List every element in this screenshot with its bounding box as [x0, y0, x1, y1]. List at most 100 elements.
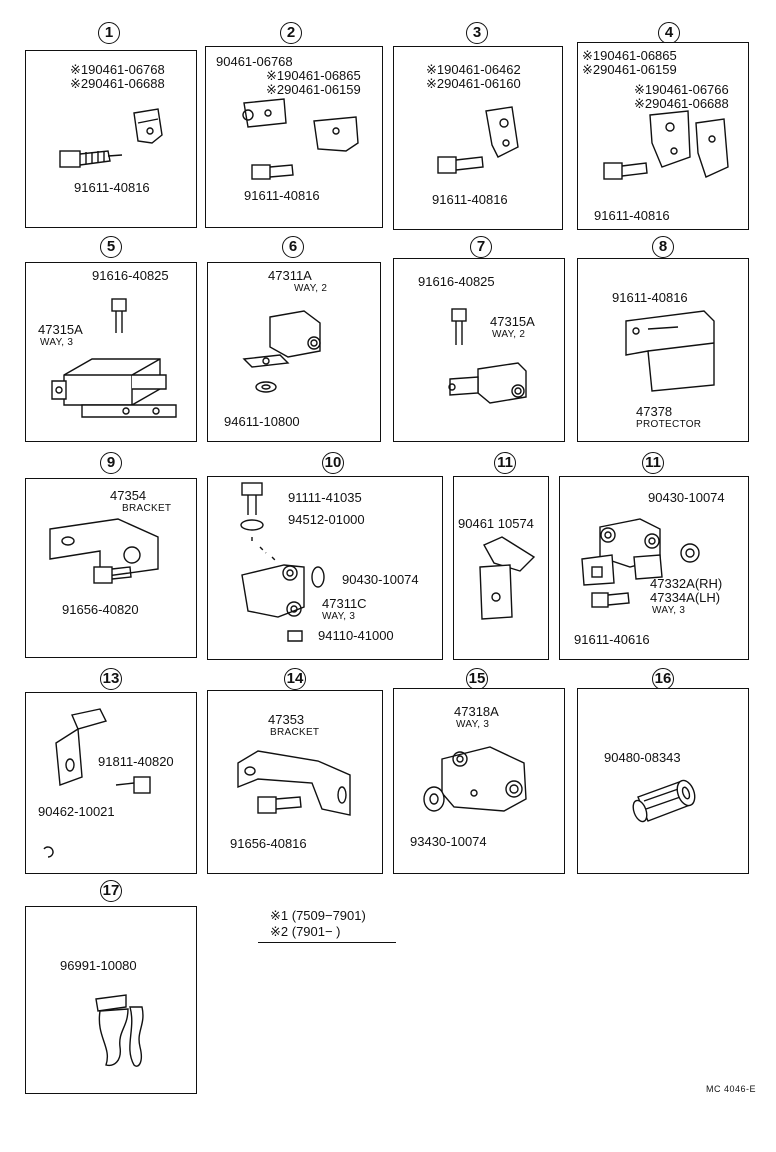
joint-with-bolt-drawing	[448, 308, 527, 404]
part-number-label: 91611-40616	[574, 632, 650, 647]
bracket-with-bolt-drawing	[237, 750, 351, 816]
part-number-label: 91611-40816	[612, 290, 688, 305]
callout-number: 4	[658, 22, 680, 44]
panel-10: 91111-41035 94512-01000 90430-10074 4731…	[207, 476, 443, 660]
part-number-label: 47311C	[322, 596, 367, 611]
panel-5: 91616-40825 47315A WAY, 3	[25, 262, 197, 442]
part-number-label: 94611-10800	[224, 414, 300, 429]
panel-13: 91811-40820 90462-10021	[25, 692, 197, 874]
part-number-label: 47354	[110, 488, 147, 503]
part-number-label: 91811-40820	[98, 754, 174, 769]
part-number-label: 47315A	[490, 314, 535, 329]
part-description: WAY, 2	[294, 283, 328, 294]
part-number-label: 91616-40825	[92, 268, 169, 283]
part-number-label: 90461-06768	[216, 54, 293, 69]
callout-number: 8	[652, 236, 674, 258]
callout-number: 1	[98, 22, 120, 44]
panel-9: 47354 BRACKET 91656-40820	[25, 478, 197, 658]
three-way-joint-washer-drawing	[423, 746, 527, 812]
part-description: PROTECTOR	[636, 419, 702, 430]
callout-number: 2	[280, 22, 302, 44]
callout-number: 11	[642, 452, 664, 474]
sleeve-drawing	[632, 779, 696, 823]
clip-and-screw-drawing	[43, 708, 151, 858]
part-description: WAY, 3	[652, 605, 686, 616]
callout-number: 15	[466, 668, 488, 690]
part-number-label: ※190461-06865	[582, 48, 677, 63]
callout-number: 14	[284, 668, 306, 690]
part-number-label: 90480-08343	[604, 750, 681, 765]
clip-and-bolt-drawing	[437, 106, 519, 174]
panel-1: ※190461-06768 ※290461-06688 91611-40816	[25, 50, 197, 228]
joint-rh-lh-drawing	[581, 518, 700, 608]
part-number-label: 47311A	[268, 268, 312, 283]
part-number-label: ※290461-06160	[426, 76, 521, 91]
callout-number: 11	[494, 452, 516, 474]
legend-underline	[258, 942, 396, 943]
panel-3: ※190461-06462 ※290461-06160 91611-40816	[393, 46, 563, 230]
three-way-joint-with-hardware-drawing	[240, 482, 325, 642]
part-number-label: 94512-01000	[288, 512, 365, 527]
part-number-label: 91616-40825	[418, 274, 495, 289]
part-number-label: ※290461-06159	[266, 82, 361, 97]
part-number-label: 91611-40816	[432, 192, 508, 207]
part-number-label: ※190461-06766	[634, 82, 729, 97]
part-number-label: ※290461-06688	[70, 76, 165, 91]
panel-11b: 90430-10074 47332A(RH) 47334A(LH) WAY, 3…	[559, 476, 749, 660]
part-number-label: ※290461-06159	[582, 62, 677, 77]
part-number-label: 90430-10074	[342, 572, 419, 587]
part-number-label: 90462-10021	[38, 804, 115, 819]
panel-4: ※190461-06865 ※290461-06159 ※190461-0676…	[577, 42, 749, 230]
panel-7: 91616-40825 47315A WAY, 2	[393, 258, 565, 442]
three-way-joint-drawing	[51, 298, 177, 418]
diagram-code: MC 4046-E	[706, 1084, 757, 1094]
bracket-drawing	[49, 518, 159, 584]
panel-16: 90480-08343	[577, 688, 749, 874]
panel-17: 96991-10080	[25, 906, 197, 1094]
callout-number: 6	[282, 236, 304, 258]
part-number-label: 91111-41035	[288, 490, 362, 505]
part-description: WAY, 2	[492, 329, 526, 340]
part-description: WAY, 3	[40, 337, 74, 348]
part-description: WAY, 3	[456, 719, 490, 730]
part-number-label: 91611-40816	[244, 188, 320, 203]
part-number-label: 90461 10574	[458, 516, 534, 531]
callout-number: 17	[100, 880, 122, 902]
part-number-label: 94110-41000	[318, 628, 394, 643]
part-number-label: ※190461-06865	[266, 68, 361, 83]
panel-15: 47318A WAY, 3 93430-10074	[393, 688, 565, 874]
spring-clip-drawing	[95, 994, 144, 1067]
part-number-label: 90430-10074	[648, 490, 725, 505]
two-way-joint-drawing	[242, 310, 321, 393]
panel-14: 47353 BRACKET 91656-40816	[207, 690, 383, 874]
part-number-label: 91656-40816	[230, 836, 307, 851]
callout-number: 16	[652, 668, 674, 690]
callout-number: 7	[470, 236, 492, 258]
panel-6: 47311A WAY, 2 94611-10800	[207, 262, 381, 442]
panel-2: 90461-06768 ※190461-06865 ※290461-06159 …	[205, 46, 383, 228]
part-number-label: ※190461-06462	[426, 62, 521, 77]
protector-drawing	[625, 310, 715, 392]
bolt-and-clip-drawing	[59, 108, 163, 168]
part-number-label: ※190461-06768	[70, 62, 165, 77]
callout-number: 13	[100, 668, 122, 690]
part-number-label: 47353	[268, 712, 305, 727]
part-number-label: 47378	[636, 404, 673, 419]
part-description: BRACKET	[122, 503, 172, 514]
two-clips-and-bolt-drawing	[603, 110, 729, 180]
part-number-label: 91611-40816	[594, 208, 670, 223]
legend-line-2: ※2 (7901− )	[270, 924, 341, 939]
clip-pair-drawing	[242, 98, 359, 180]
callout-number: 9	[100, 452, 122, 474]
panel-11a: 90461 10574	[453, 476, 549, 660]
clip-drawing	[479, 536, 536, 620]
part-number-label: 47318A	[454, 704, 499, 719]
panel-8: 91611-40816 47378 PROTECTOR	[577, 258, 749, 442]
part-number-label: 47315A	[38, 322, 83, 337]
part-description: WAY, 3	[322, 611, 356, 622]
callout-number: 3	[466, 22, 488, 44]
part-number-label: 91611-40816	[74, 180, 150, 195]
callout-number: 5	[100, 236, 122, 258]
legend-line-1: ※1 (7509−7901)	[270, 908, 366, 923]
callout-number: 10	[322, 452, 344, 474]
